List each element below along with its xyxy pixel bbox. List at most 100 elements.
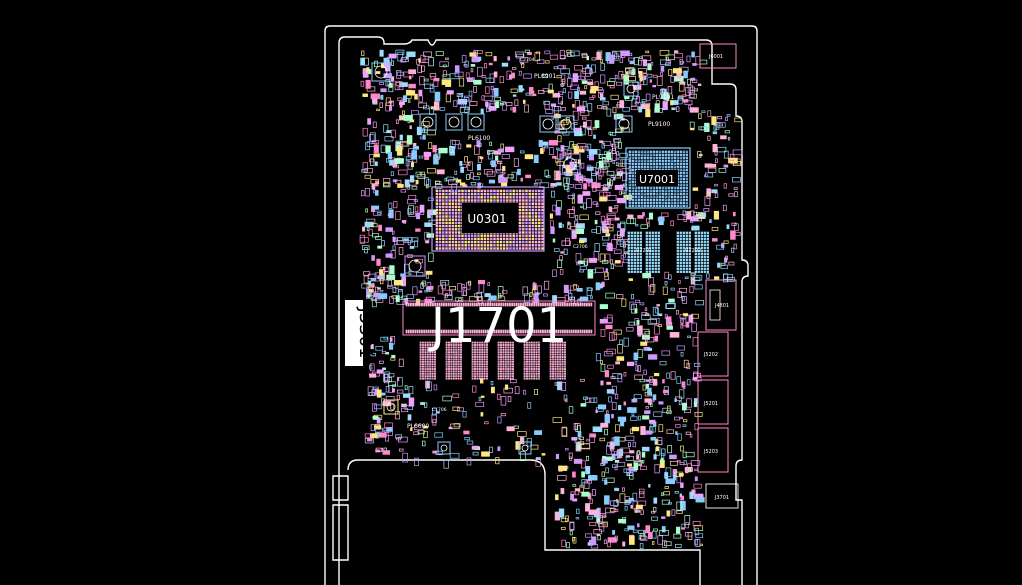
inductor-5[interactable] xyxy=(445,113,463,131)
smd-component xyxy=(451,231,455,234)
smd-component xyxy=(445,375,448,378)
smd-component xyxy=(483,346,486,349)
smd-component xyxy=(538,228,541,231)
smd-component xyxy=(591,489,596,496)
io-connector-2[interactable]: J5202 xyxy=(697,331,729,377)
smd-component xyxy=(606,81,615,86)
smd-component xyxy=(679,496,683,501)
smd-component xyxy=(528,247,531,250)
cpu-footprint[interactable]: U0301 xyxy=(431,186,545,252)
smd-component xyxy=(614,74,618,80)
smd-component xyxy=(661,526,666,533)
smd-component xyxy=(639,302,645,306)
smd-component xyxy=(673,204,676,207)
gpu-footprint[interactable]: U7001 xyxy=(625,147,691,209)
inductor-1[interactable] xyxy=(371,62,391,82)
smd-component xyxy=(524,49,530,53)
smd-component xyxy=(388,202,393,209)
smd-component xyxy=(535,363,538,366)
smd-component xyxy=(682,249,685,252)
ram-slot[interactable]: J1701 xyxy=(402,298,596,380)
smd-component xyxy=(633,252,636,255)
smd-component xyxy=(467,234,471,237)
smd-component xyxy=(564,329,566,334)
smd-component xyxy=(622,541,626,547)
smd-component xyxy=(655,150,658,153)
smd-component xyxy=(684,100,693,106)
inductor-7[interactable] xyxy=(539,115,557,133)
smd-component xyxy=(405,160,410,167)
smd-component xyxy=(700,234,703,237)
smd-component xyxy=(419,344,422,346)
smd-component xyxy=(627,240,630,243)
smd-component xyxy=(684,515,691,525)
smd-component xyxy=(486,375,488,378)
smd-component xyxy=(543,293,548,297)
smd-component xyxy=(553,66,558,70)
smd-component xyxy=(557,259,563,268)
smd-component xyxy=(623,253,626,258)
smd-component xyxy=(602,259,609,264)
memory-chip-right[interactable]: U7202 xyxy=(676,231,709,273)
smd-component xyxy=(671,509,676,516)
inductor-8[interactable] xyxy=(557,115,575,133)
inductor-2[interactable] xyxy=(559,153,581,175)
inductor-11[interactable] xyxy=(383,399,399,415)
smd-component xyxy=(579,149,585,153)
smd-component xyxy=(597,89,604,93)
io-connector-1[interactable]: J4801 xyxy=(705,279,737,331)
side-connector[interactable]: J5301 xyxy=(345,300,376,366)
smd-component xyxy=(659,50,670,56)
memory-chip-left[interactable]: U7201 xyxy=(627,231,660,273)
top-right-connector[interactable]: J6001 xyxy=(699,43,737,69)
smd-component xyxy=(611,239,617,249)
smd-component xyxy=(579,239,585,244)
inductor-9[interactable] xyxy=(615,115,633,133)
smd-component xyxy=(599,191,608,197)
inductor-4[interactable] xyxy=(419,113,437,131)
smd-component xyxy=(509,363,512,366)
smd-component xyxy=(645,252,648,255)
smd-component xyxy=(646,201,649,204)
smd-component xyxy=(589,498,593,504)
smd-component xyxy=(614,451,618,457)
inductor-12[interactable] xyxy=(437,441,451,455)
smd-component xyxy=(718,168,727,173)
io-connector-3[interactable]: J5201 xyxy=(697,379,729,425)
smd-component xyxy=(476,302,478,307)
smd-component xyxy=(430,76,436,80)
inductor-3[interactable] xyxy=(404,255,426,277)
smd-component xyxy=(696,218,702,222)
smd-component xyxy=(687,78,691,85)
smd-component xyxy=(429,348,432,351)
smd-component xyxy=(483,351,486,354)
inductor-6[interactable] xyxy=(467,113,485,131)
smd-component xyxy=(630,252,633,255)
bottom-right-connector[interactable]: J3701 xyxy=(705,483,739,509)
smd-component xyxy=(445,360,448,363)
inductor-13[interactable] xyxy=(518,441,532,455)
smd-component xyxy=(642,415,650,420)
smd-component xyxy=(450,368,453,370)
smd-component xyxy=(435,221,439,225)
smd-component xyxy=(685,431,691,435)
smd-component xyxy=(392,388,395,393)
inductor-10[interactable] xyxy=(623,81,639,97)
smd-component xyxy=(589,69,593,75)
smd-component xyxy=(442,212,445,215)
smd-component xyxy=(489,446,493,453)
smd-component xyxy=(613,500,618,507)
smd-component xyxy=(509,196,512,199)
smd-component xyxy=(371,299,377,308)
smd-component xyxy=(445,356,448,358)
smd-component xyxy=(502,346,505,349)
smd-component xyxy=(651,234,654,237)
smd-component xyxy=(478,346,481,349)
smd-component xyxy=(439,107,446,111)
smd-component xyxy=(533,348,536,351)
smd-component xyxy=(611,413,614,419)
smd-component xyxy=(457,98,468,105)
io-connector-4[interactable]: J5203 xyxy=(697,427,729,473)
smd-component xyxy=(667,445,673,454)
